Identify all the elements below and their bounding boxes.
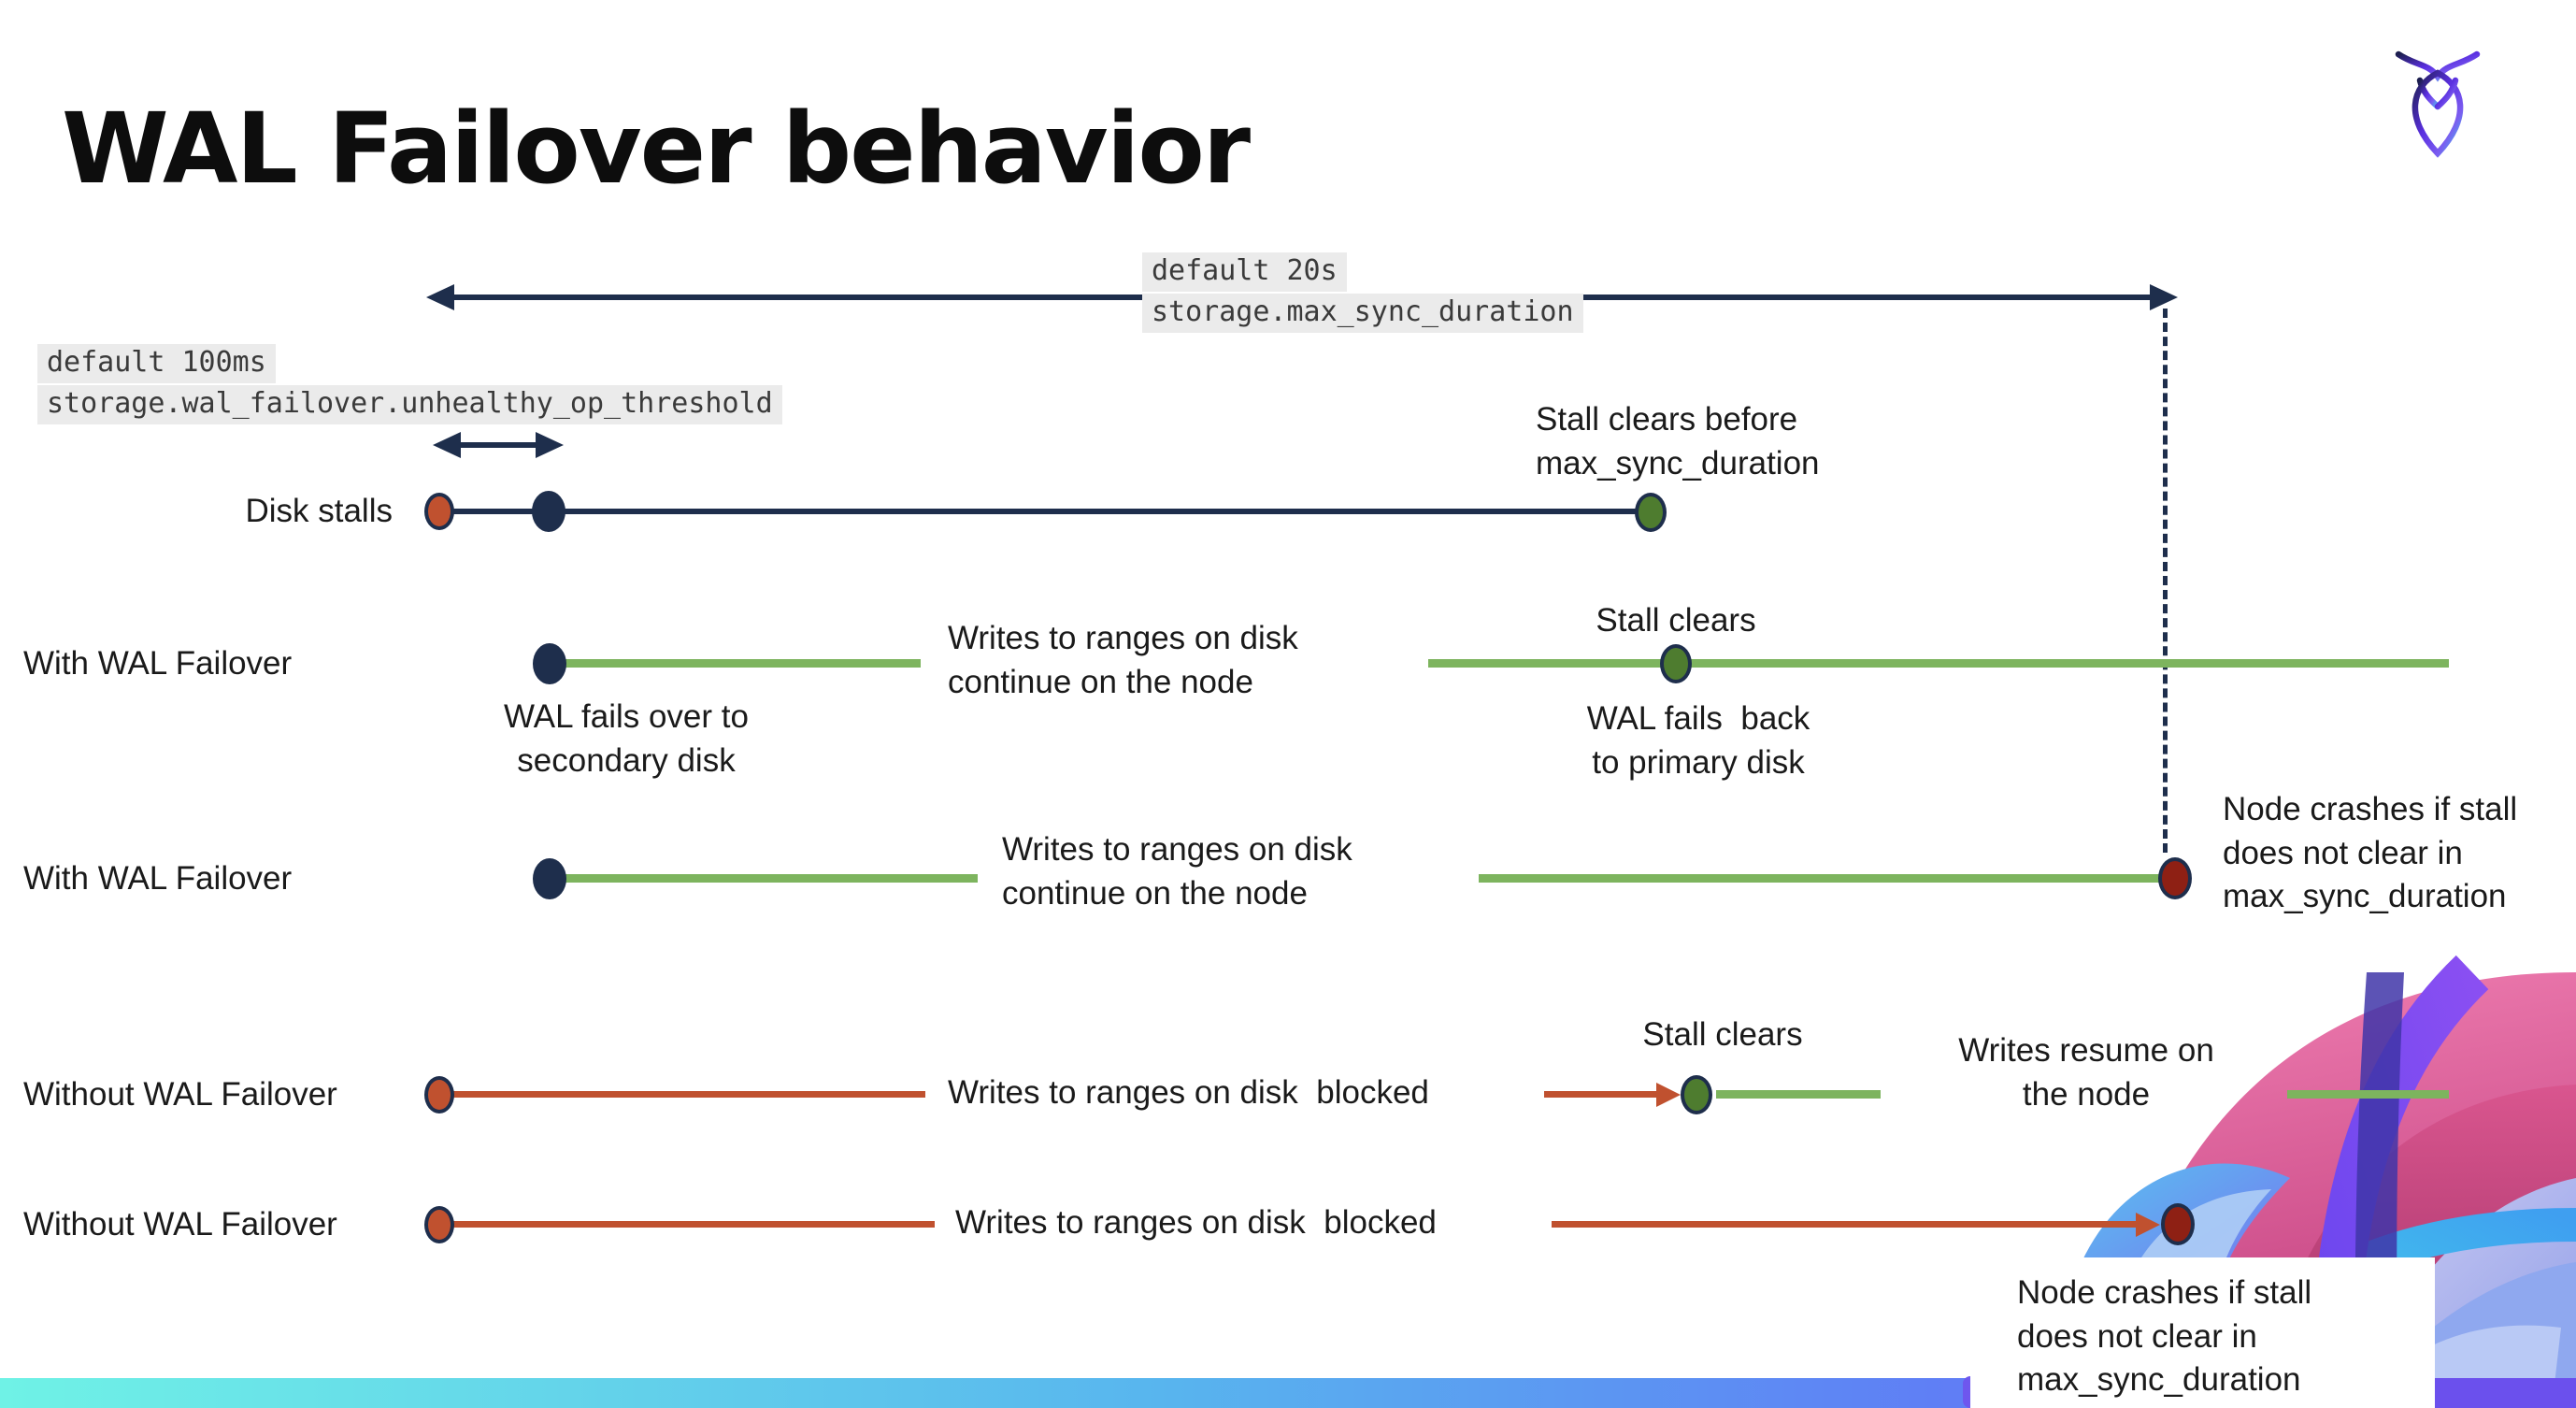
writes-resume-line <box>1716 1090 1881 1099</box>
stall-start-dot <box>424 493 454 530</box>
writes-blocked-line <box>1552 1221 2136 1228</box>
stall-clears-note: Stall clears <box>1596 602 1756 639</box>
threshold-reached-dot <box>532 491 565 532</box>
writes-blocked-line <box>1544 1091 1656 1098</box>
arrowhead-right-icon <box>1656 1083 1681 1107</box>
timeline-label-without-wal-failover: Without WAL Failover <box>23 1076 337 1113</box>
writes-continue-note: Writes to ranges on disk continue on the… <box>948 620 1298 700</box>
crash-note-callout-box <box>1970 1257 2435 1408</box>
arrowhead-left-icon <box>433 432 461 458</box>
writes-continue-note: Writes to ranges on disk continue on the… <box>1002 831 1352 912</box>
failback-primary-note: WAL fails back to primary disk <box>1586 700 1810 781</box>
node-crash-dot <box>2161 1203 2195 1245</box>
timeline-label-with-wal-failover: With WAL Failover <box>23 645 293 682</box>
stall-clears-dot <box>1660 644 1692 683</box>
writes-blocked-note: Writes to ranges on disk blocked <box>955 1204 1437 1241</box>
writes-continue-line <box>561 874 978 883</box>
stall-start-dot <box>424 1076 454 1113</box>
stall-clears-note: Stall clears <box>1642 1016 1803 1053</box>
writes-blocked-line <box>441 1091 925 1098</box>
stall-start-dot <box>424 1206 454 1243</box>
disk-stalls-timeline-line <box>439 509 1653 514</box>
node-crash-note: Node crashes if stall does not clear in … <box>2223 791 2518 915</box>
stall-clears-dot <box>1635 493 1667 532</box>
timeline-label-with-wal-failover: With WAL Failover <box>23 860 293 897</box>
writes-blocked-note: Writes to ranges on disk blocked <box>948 1074 1429 1111</box>
max-sync-setting-name: storage.max_sync_duration <box>1142 294 1583 333</box>
arrowhead-right-icon <box>2136 1213 2160 1237</box>
node-crash-dot <box>2158 857 2192 899</box>
timeline-label-without-wal-failover: Without WAL Failover <box>23 1206 337 1243</box>
unhealthy-op-threshold-setting-chip: default 100ms storage.wal_failover.unhea… <box>37 344 782 426</box>
unhealthy-op-setting-name: storage.wal_failover.unhealthy_op_thresh… <box>37 385 782 424</box>
writes-continue-line <box>1428 659 2449 668</box>
unhealthy-op-default-label: default 100ms <box>37 344 276 383</box>
arrowhead-right-icon <box>2150 284 2178 310</box>
arrowhead-right-icon <box>536 432 564 458</box>
writes-resume-note: Writes resume on the node <box>1958 1032 2214 1113</box>
max-sync-duration-deadline-dashed-line <box>2163 309 2168 853</box>
writes-continue-line <box>561 659 921 668</box>
failover-dot <box>533 643 566 684</box>
writes-resume-line <box>2287 1090 2449 1099</box>
timeline-label-disk-stalls: Disk stalls <box>245 493 393 529</box>
max-sync-default-label: default 20s <box>1142 252 1347 292</box>
cockroachdb-logo-icon <box>2395 50 2481 158</box>
stall-clears-dot <box>1681 1075 1712 1114</box>
stall-clears-before-note: Stall clears before max_sync_duration <box>1536 401 1820 481</box>
page-title: WAL Failover behavior <box>62 91 1251 206</box>
writes-continue-line <box>1479 874 2165 883</box>
threshold-span-line <box>461 442 536 448</box>
arrowhead-left-icon <box>426 284 454 310</box>
failover-dot <box>533 858 566 899</box>
writes-blocked-line <box>441 1221 935 1228</box>
max-sync-duration-setting-chip: default 20s storage.max_sync_duration <box>1142 252 1583 335</box>
failover-secondary-note: WAL fails over to secondary disk <box>504 698 749 779</box>
node-crash-note: Node crashes if stall does not clear in … <box>2017 1274 2312 1399</box>
